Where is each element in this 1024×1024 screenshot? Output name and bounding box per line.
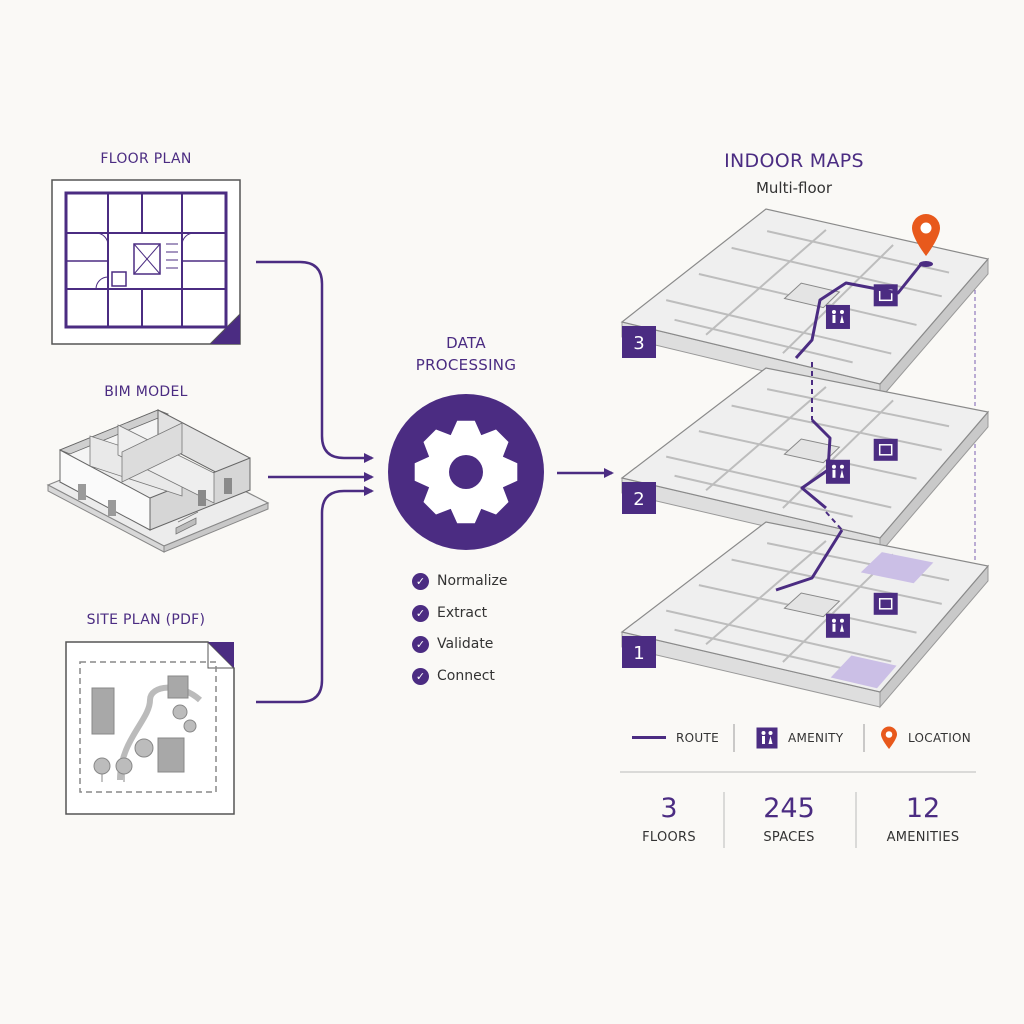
bim-model-illustration [46, 409, 270, 553]
processing-title-line2: PROCESSING [415, 356, 517, 374]
check-circle-icon: ✓ [412, 604, 429, 622]
legend-location-label: LOCATION [908, 731, 972, 745]
legend-location: LOCATION [880, 726, 972, 749]
stat-amenities-value: 12 [905, 793, 941, 824]
location-pin-icon [912, 214, 940, 267]
legend-route-label: ROUTE [676, 731, 719, 745]
floor-number: 2 [633, 489, 644, 510]
site-plan-document [65, 641, 235, 815]
site-map-drawing-icon [79, 661, 217, 793]
indoor-map-stack: 3 2 1 [620, 208, 990, 709]
floor-slab-2: 2 [620, 367, 990, 555]
stat-floors-label: FLOORS [642, 830, 696, 845]
floor-slab-1: 1 [620, 521, 990, 709]
check-circle-icon: ✓ [412, 635, 429, 653]
process-step-normalize: ✓ Normalize [412, 571, 508, 591]
check-circle-icon: ✓ [412, 572, 429, 590]
check-circle-icon: ✓ [412, 667, 429, 685]
floor-transition-line [825, 511, 843, 531]
amenity-elevator-icon [873, 592, 898, 615]
stat-spaces-label: SPACES [763, 830, 815, 845]
process-step-extract: ✓ Extract [412, 603, 487, 623]
site-plan-connector [256, 486, 374, 704]
indoor-maps-title: INDOOR MAPS [724, 150, 864, 172]
route-path [775, 529, 844, 592]
input-connectors [256, 260, 614, 704]
indoor-maps-subtitle: Multi-floor [755, 179, 833, 197]
floor-number: 3 [633, 333, 644, 354]
processing-title-line1: DATA [446, 334, 486, 352]
legend-route: ROUTE [632, 727, 719, 749]
route-path [800, 418, 832, 510]
route-path [794, 262, 924, 359]
process-step-connect: ✓ Connect [412, 666, 495, 686]
stat-amenities-label: AMENITIES [886, 830, 960, 845]
stat-spaces-value: 245 [763, 793, 815, 824]
floor-plan-connector [256, 260, 374, 463]
floor-plan-drawing-icon [64, 191, 228, 329]
amenity-restroom-icon [825, 613, 850, 638]
gear-icon [414, 420, 518, 524]
process-step-label: Normalize [437, 573, 508, 589]
bim-model-label: BIM MODEL [104, 384, 188, 400]
floor-badge-1: 1 [622, 636, 656, 668]
floor-slab-3: 3 [620, 208, 990, 401]
site-plan-label: SITE PLAN (PDF) [86, 612, 206, 628]
floor-plan-label: FLOOR PLAN [100, 151, 192, 167]
process-step-label: Connect [437, 668, 495, 684]
process-step-label: Extract [437, 605, 488, 621]
amenity-restroom-icon [756, 727, 778, 749]
amenity-elevator-icon [873, 438, 898, 461]
process-step-label: Validate [437, 636, 494, 652]
legend-amenity: AMENITY [756, 727, 843, 749]
process-step-validate: ✓ Validate [412, 634, 493, 654]
floor-badge-2: 2 [622, 482, 656, 514]
route-line-icon [632, 736, 666, 739]
legend-dividers [620, 724, 976, 848]
legend-amenity-label: AMENITY [788, 731, 844, 745]
stat-floors-value: 3 [660, 793, 678, 824]
data-processing-node [388, 394, 544, 550]
floor-number: 1 [633, 643, 644, 664]
floor-plan-document [51, 179, 241, 345]
amenity-restroom-icon [825, 459, 850, 484]
location-pin-icon [881, 726, 897, 749]
amenity-restroom-icon [825, 304, 850, 329]
floor-badge-3: 3 [622, 326, 656, 358]
processing-title: DATA PROCESSING [386, 332, 546, 376]
